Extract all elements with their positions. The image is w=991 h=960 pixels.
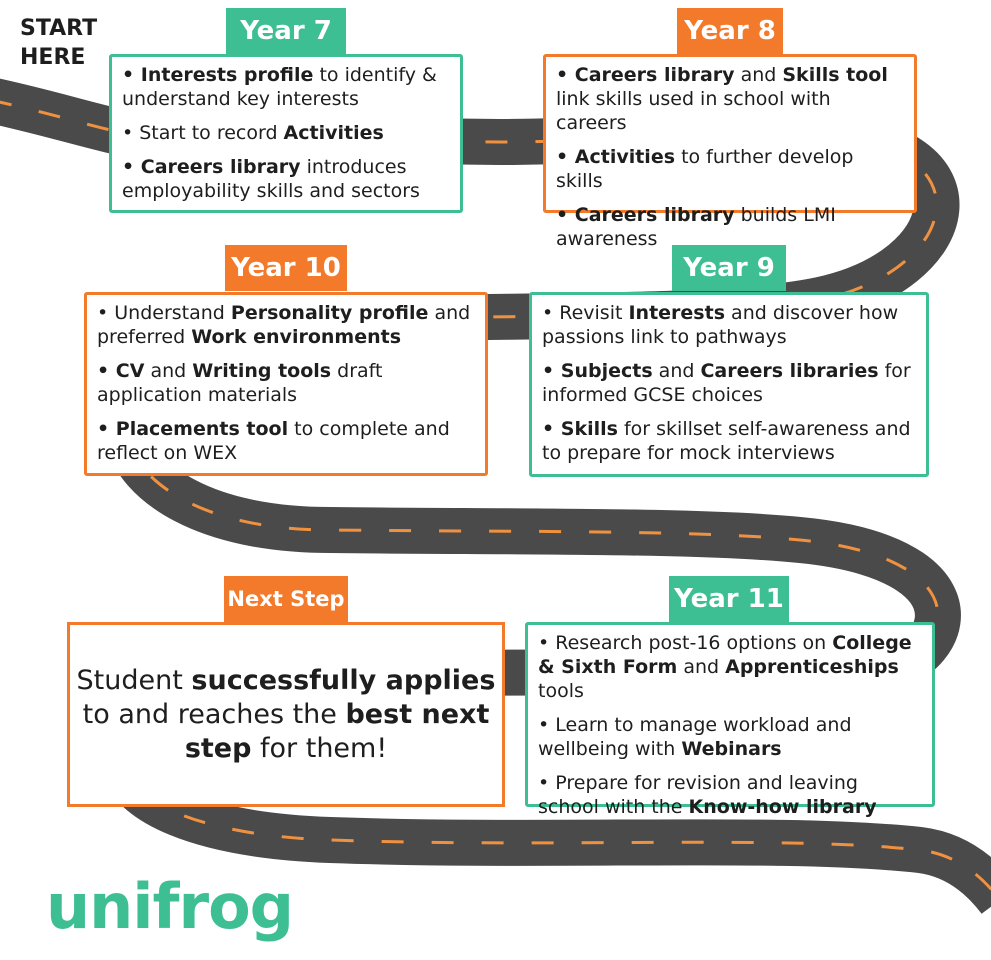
year8-box: • Careers library and Skills tool link s… — [543, 54, 917, 250]
next-step-text: Student successfully applies to and reac… — [76, 664, 496, 764]
bullet-item: • Careers library and Skills tool link s… — [556, 64, 888, 134]
bullet-item: • Interests profile to identify & unders… — [122, 64, 437, 110]
start-label-line1: START — [20, 16, 98, 41]
unifrog-logo: unifrog — [46, 870, 294, 943]
start-label-line2: HERE — [20, 45, 86, 70]
start-here-label: START HERE — [20, 14, 97, 72]
bullet-item: • Careers library introduces employabili… — [122, 156, 420, 202]
year9-tag: Year 9 — [672, 245, 786, 291]
next-step-box: Student successfully applies to and reac… — [67, 622, 505, 807]
year7-box: • Interests profile to identify & unders… — [109, 54, 463, 213]
year11-tag: Year 11 — [669, 576, 789, 622]
year8-tag: Year 8 — [677, 8, 783, 54]
bullet-item: • Careers library builds LMI awareness — [556, 204, 836, 250]
bullet-item: • Learn to manage workload and wellbeing… — [538, 714, 852, 760]
next-step-tag: Next Step — [224, 576, 348, 622]
bullet-item: • Prepare for revision and leaving schoo… — [538, 772, 877, 818]
year10-tag: Year 10 — [225, 245, 347, 291]
year11-box: • Research post-16 options on College & … — [525, 622, 935, 818]
bullet-item: • Placements tool to complete and reflec… — [97, 418, 450, 464]
bullet-item: • Skills for skillset self-awareness and… — [542, 418, 911, 464]
year10-box: • Understand Personality profile and pre… — [84, 292, 488, 476]
road-center-line — [0, 100, 991, 892]
bullet-item: • Start to record Activities — [122, 122, 384, 144]
year7-tag: Year 7 — [226, 8, 346, 54]
bullet-item: • CV and Writing tools draft application… — [97, 360, 383, 406]
bullet-item: • Revisit Interests and discover how pas… — [542, 302, 899, 348]
bullet-item: • Research post-16 options on College & … — [538, 632, 912, 702]
year9-box: • Revisit Interests and discover how pas… — [529, 292, 929, 477]
bullet-item: • Activities to further develop skills — [556, 146, 854, 192]
bullet-item: • Subjects and Careers libraries for inf… — [542, 360, 911, 406]
bullet-item: • Understand Personality profile and pre… — [97, 302, 471, 348]
